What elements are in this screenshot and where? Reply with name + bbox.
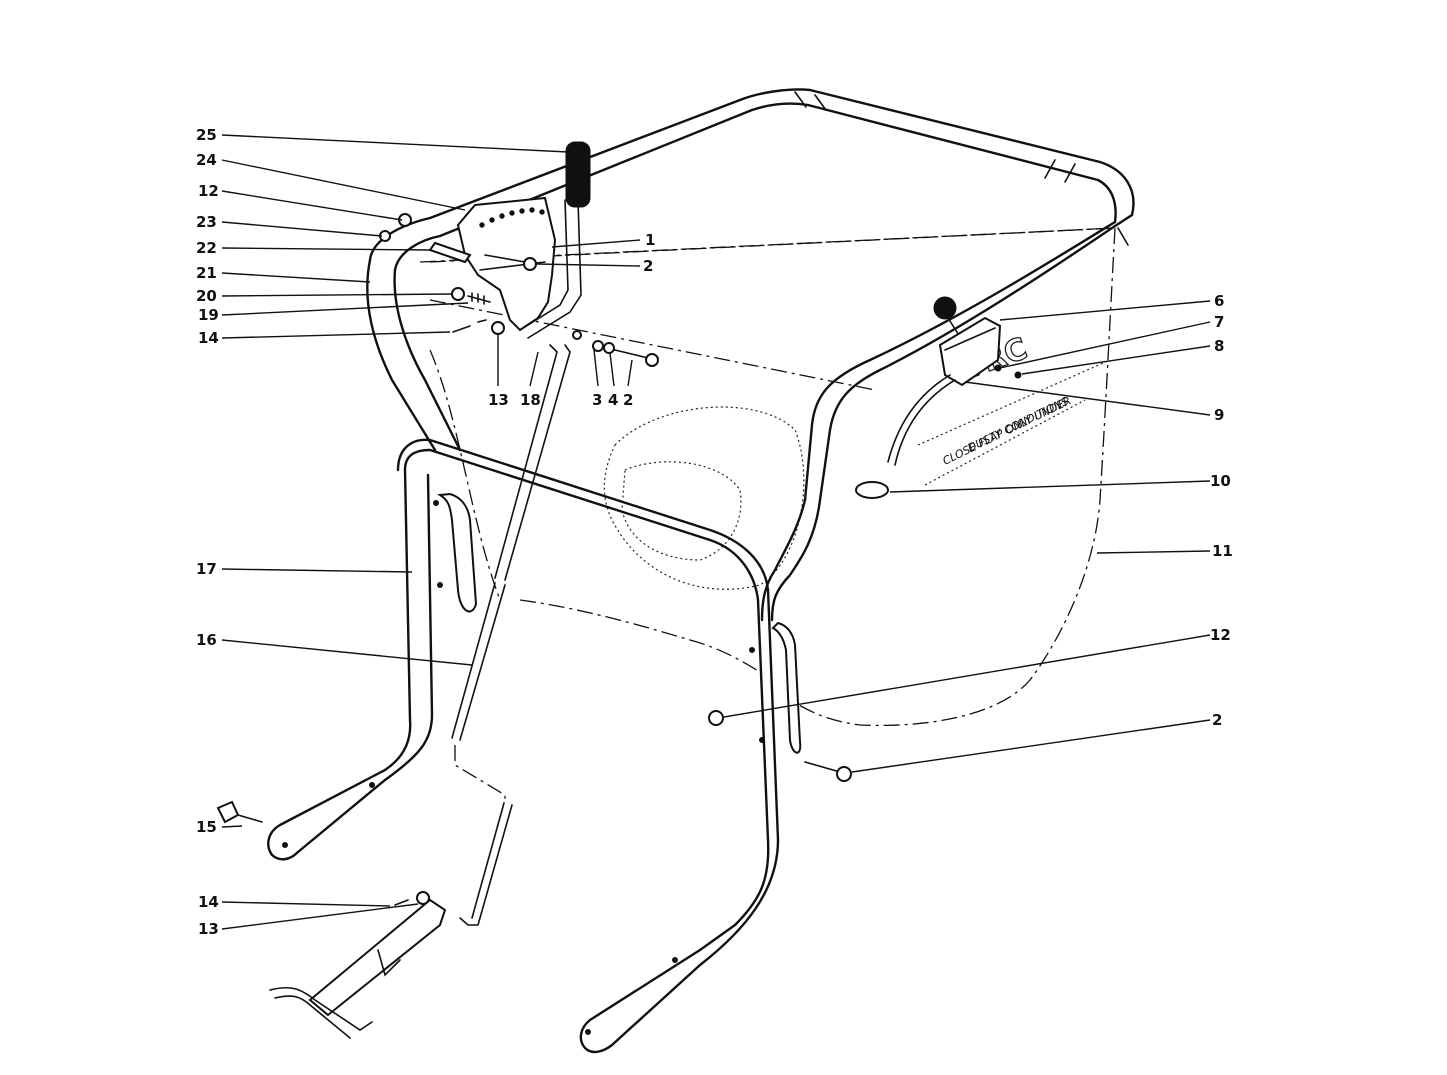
shift-lever-assembly xyxy=(456,141,591,339)
callout-9: 9 xyxy=(1214,406,1224,424)
callout-6: 6 xyxy=(1214,292,1224,310)
callout-14-lower: 14 xyxy=(198,893,219,911)
callout-18: 18 xyxy=(520,391,541,409)
callout-7: 7 xyxy=(1214,313,1224,331)
handle-lower xyxy=(267,438,802,1054)
callout-25: 25 xyxy=(196,126,217,144)
callout-22: 22 xyxy=(196,239,217,257)
callout-19: 19 xyxy=(198,306,219,324)
shift-rod xyxy=(451,344,571,926)
callout-12-top: 12 xyxy=(198,182,219,200)
bag-warning-line2: DUSTY CONDITIONS xyxy=(966,395,1071,455)
callout-2-lower: 2 xyxy=(1212,711,1222,729)
callout-1: 1 xyxy=(645,231,655,249)
callout-10: 10 xyxy=(1210,472,1231,490)
callout-12-lower: 12 xyxy=(1210,626,1231,644)
callout-15: 15 xyxy=(196,818,217,836)
handle-frame-top xyxy=(366,88,1135,622)
callout-labels: 25 24 12 23 22 21 20 19 14 1 2 13 18 3 4… xyxy=(196,126,1233,938)
callout-13-top: 13 xyxy=(488,391,509,409)
lower-linkage xyxy=(269,898,447,1039)
callout-16: 16 xyxy=(196,631,217,649)
callout-17: 17 xyxy=(196,560,217,578)
fasteners xyxy=(216,213,889,906)
callout-2-lever: 2 xyxy=(643,257,653,275)
callout-3: 3 xyxy=(592,391,602,409)
callout-23: 23 xyxy=(196,213,217,231)
callout-21: 21 xyxy=(196,264,217,282)
callout-20: 20 xyxy=(196,287,217,305)
callout-8: 8 xyxy=(1214,337,1224,355)
callout-13-lower: 13 xyxy=(198,920,219,938)
flap-control-assembly xyxy=(887,296,1022,466)
callout-24: 24 xyxy=(196,151,217,169)
callout-2-bolt: 2 xyxy=(623,391,633,409)
callout-14-top: 14 xyxy=(198,329,219,347)
callout-11: 11 xyxy=(1212,542,1233,560)
leader-lines xyxy=(221,134,1211,930)
callout-4: 4 xyxy=(608,391,618,409)
